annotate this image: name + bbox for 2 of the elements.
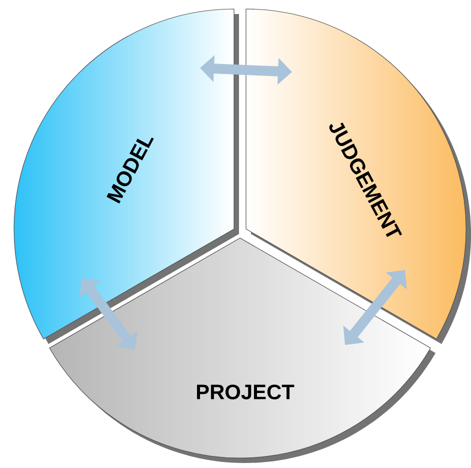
double-arrow	[79, 278, 138, 350]
sector: PROJECT	[49, 238, 431, 458]
